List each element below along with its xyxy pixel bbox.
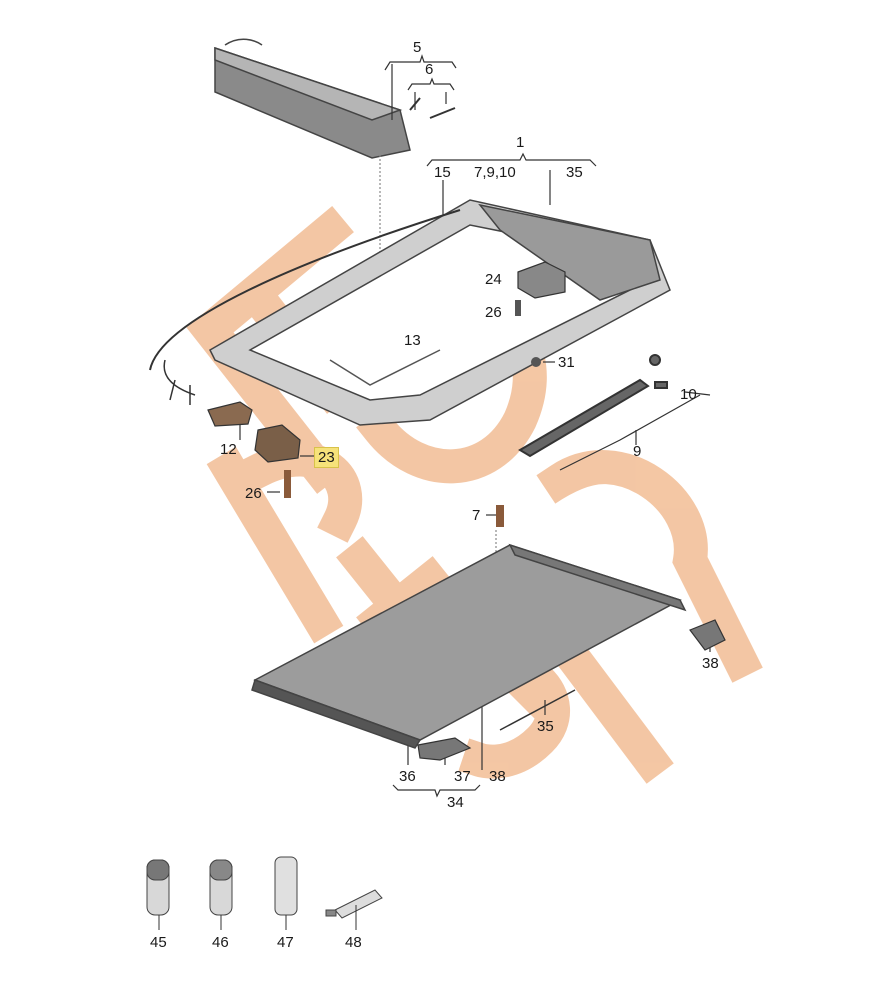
motor-23 <box>254 424 301 463</box>
callout-1[interactable]: 1 <box>516 134 525 151</box>
cartridge-47 <box>274 856 298 916</box>
callout-7[interactable]: 7 <box>472 507 481 524</box>
screw-26-bottom <box>284 470 291 498</box>
callout-26-bottom[interactable]: 26 <box>245 485 262 502</box>
clip-parts-6 <box>409 97 456 119</box>
glass-panel-part <box>251 543 687 749</box>
callout-47[interactable]: 47 <box>277 934 294 951</box>
callout-23-highlighted[interactable]: 23 <box>314 447 339 468</box>
sunshade-part <box>214 38 411 159</box>
can-46 <box>209 859 233 916</box>
callout-15[interactable]: 15 <box>434 164 451 181</box>
callout-26-top[interactable]: 26 <box>485 304 502 321</box>
callout-31[interactable]: 31 <box>558 354 575 371</box>
can-45 <box>146 859 170 916</box>
wiring-harness <box>163 359 196 405</box>
guide-rail-13 <box>329 349 441 386</box>
callout-48[interactable]: 48 <box>345 934 362 951</box>
callout-13[interactable]: 13 <box>404 332 421 349</box>
callout-35-top[interactable]: 35 <box>566 164 583 181</box>
callout-34[interactable]: 34 <box>447 794 464 811</box>
callout-45[interactable]: 45 <box>150 934 167 951</box>
nut-31 <box>531 357 541 367</box>
callout-36[interactable]: 36 <box>399 768 416 785</box>
callout-12[interactable]: 12 <box>220 441 237 458</box>
cable-35 <box>499 689 576 731</box>
screw-7 <box>496 505 504 527</box>
tube-48 <box>325 889 383 919</box>
callout-6[interactable]: 6 <box>425 61 434 78</box>
callout-9[interactable]: 9 <box>633 443 642 460</box>
callout-38-bottom[interactable]: 38 <box>489 768 506 785</box>
callout-10[interactable]: 10 <box>680 386 697 403</box>
module-12 <box>207 401 253 427</box>
drive-mechanism-9 <box>518 354 668 458</box>
bracket-38 <box>689 619 726 651</box>
screw-26-top <box>515 300 521 316</box>
callout-35-bottom[interactable]: 35 <box>537 718 554 735</box>
callout-24[interactable]: 24 <box>485 271 502 288</box>
callout-46[interactable]: 46 <box>212 934 229 951</box>
motor-24 <box>517 261 566 299</box>
callout-38-right[interactable]: 38 <box>702 655 719 672</box>
leader-lines <box>239 54 711 798</box>
callout-37[interactable]: 37 <box>454 768 471 785</box>
guide-37 <box>417 737 472 761</box>
callout-7-9-10[interactable]: 7,9,10 <box>474 164 516 181</box>
callout-5[interactable]: 5 <box>413 39 422 56</box>
